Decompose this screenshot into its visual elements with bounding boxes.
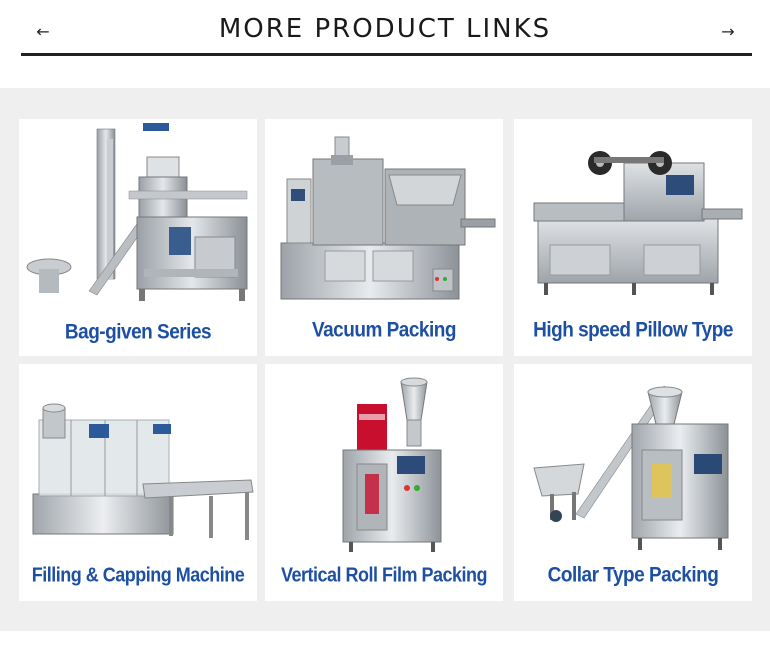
product-label: High speed Pillow Type xyxy=(533,318,733,343)
vertical-roll-film-machine-image xyxy=(342,377,442,552)
vacuum-packing-machine-image xyxy=(280,136,496,300)
product-card-pillow[interactable]: High speed Pillow Type xyxy=(514,119,752,356)
product-label: Collar Type Packing xyxy=(547,563,719,588)
filling-capping-machine-image xyxy=(32,403,254,540)
product-label: Filling & Capping Machine xyxy=(31,563,245,587)
collar-type-packing-machine-image xyxy=(533,385,729,550)
product-card-filling-capping[interactable]: Filling & Capping Machine xyxy=(19,364,257,601)
product-card-bag-given[interactable]: Bag-given Series xyxy=(19,119,257,356)
bag-given-machine-image xyxy=(26,123,248,301)
product-card-vacuum[interactable]: Vacuum Packing xyxy=(265,119,503,356)
product-grid: Bag-given Series Vacuum Packing xyxy=(0,88,770,631)
arrow-left-icon[interactable]: ← xyxy=(36,22,50,41)
product-card-collar-type[interactable]: Collar Type Packing xyxy=(514,364,752,601)
header-divider xyxy=(21,53,752,56)
arrow-right-icon[interactable]: → xyxy=(721,22,735,41)
section-title: MORE PRODUCT LINKS xyxy=(218,14,552,44)
footer-space xyxy=(0,631,770,653)
section-header: ← MORE PRODUCT LINKS → xyxy=(0,0,770,88)
product-card-vertical-roll[interactable]: Vertical Roll Film Packing xyxy=(265,364,503,601)
product-label: Bag-given Series xyxy=(64,320,212,345)
product-label: Vacuum Packing xyxy=(311,318,457,343)
pillow-packing-machine-image xyxy=(533,151,743,295)
product-label: Vertical Roll Film Packing xyxy=(280,563,488,587)
